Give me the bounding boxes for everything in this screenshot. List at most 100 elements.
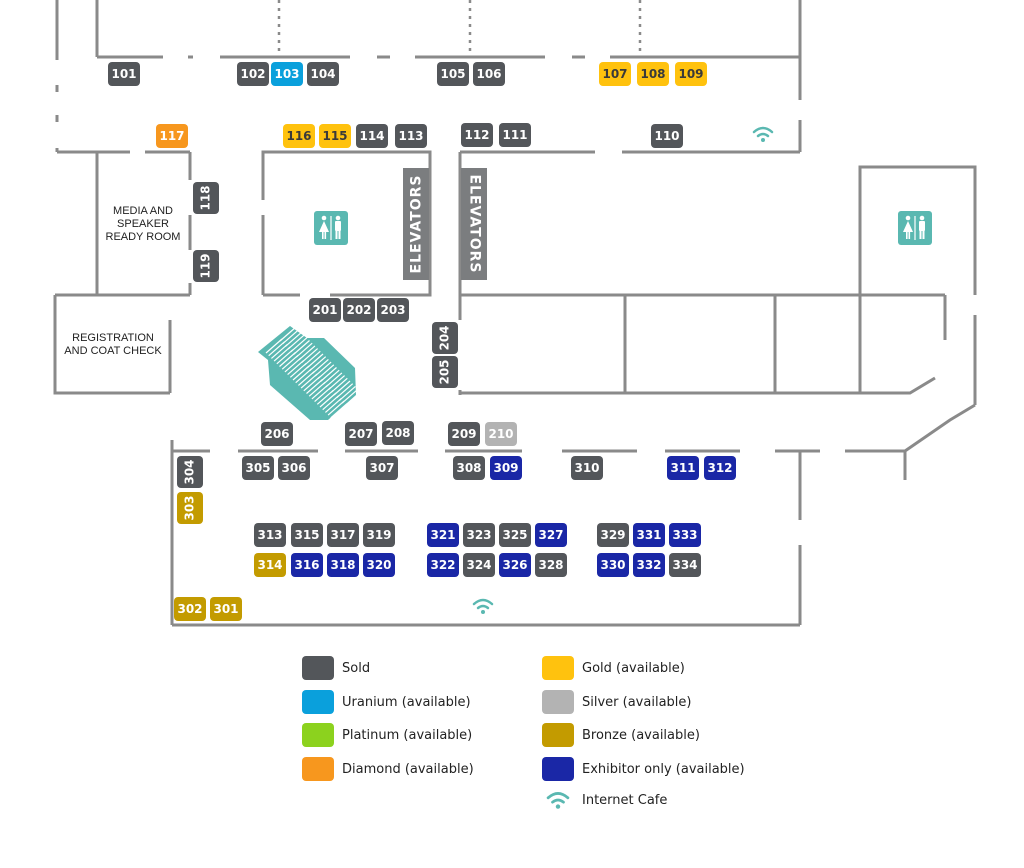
booth-310[interactable]: 310: [571, 456, 603, 480]
booth-103[interactable]: 103: [271, 62, 303, 86]
booth-308[interactable]: 308: [453, 456, 485, 480]
booth-316[interactable]: 316: [291, 553, 323, 577]
stage-seat-row: [268, 341, 286, 357]
stage-seat-row: [347, 394, 364, 409]
booth-302[interactable]: 302: [174, 597, 206, 621]
booth-114[interactable]: 114: [356, 124, 388, 148]
booth-333[interactable]: 333: [669, 523, 701, 547]
booth-303[interactable]: 303: [177, 492, 203, 524]
booth-number: 304: [183, 459, 197, 485]
booth-307[interactable]: 307: [366, 456, 398, 480]
booth-330[interactable]: 330: [597, 553, 629, 577]
booth-118[interactable]: 118: [193, 182, 219, 214]
booth-301[interactable]: 301: [210, 597, 242, 621]
booth-207[interactable]: 207: [345, 422, 377, 446]
booth-331[interactable]: 331: [633, 523, 665, 547]
booth-107[interactable]: 107: [599, 62, 631, 86]
booth-112[interactable]: 112: [461, 123, 493, 147]
stage-seat-row: [281, 354, 299, 370]
legend-item-bronze: Bronze (available): [542, 723, 700, 747]
booth-322[interactable]: 322: [427, 553, 459, 577]
booth-108[interactable]: 108: [637, 62, 669, 86]
booth-number: 307: [369, 461, 395, 475]
booth-328[interactable]: 328: [535, 553, 567, 577]
legend-item-exhibitor: Exhibitor only (available): [542, 757, 745, 781]
booth-202[interactable]: 202: [343, 298, 375, 322]
booth-304[interactable]: 304: [177, 456, 203, 488]
booth-number: 331: [636, 528, 662, 542]
stage-seat-row: [322, 369, 340, 385]
booth-332[interactable]: 332: [633, 553, 665, 577]
booth-119[interactable]: 119: [193, 250, 219, 282]
stage-seat-row: [287, 334, 305, 350]
booth-321[interactable]: 321: [427, 523, 459, 547]
booth-319[interactable]: 319: [363, 523, 395, 547]
booth-327[interactable]: 327: [535, 523, 567, 547]
booth-309[interactable]: 309: [490, 456, 522, 480]
booth-204[interactable]: 204: [432, 322, 458, 354]
stage-seat-row: [300, 373, 318, 389]
legend-label: Platinum (available): [342, 727, 473, 743]
booth-116[interactable]: 116: [283, 124, 315, 148]
booth-201[interactable]: 201: [309, 298, 341, 322]
booth-110[interactable]: 110: [651, 124, 683, 148]
booth-305[interactable]: 305: [242, 456, 274, 480]
registration-label: REGISTRATION AND COAT CHECK: [64, 332, 162, 357]
stage-seat-row: [301, 348, 318, 364]
stage-seat-row: [314, 387, 331, 403]
booth-113[interactable]: 113: [395, 124, 427, 148]
booth-320[interactable]: 320: [363, 553, 395, 577]
legend-swatch: [542, 656, 574, 680]
legend-swatch: [542, 690, 574, 714]
booth-315[interactable]: 315: [291, 523, 323, 547]
booth-101[interactable]: 101: [108, 62, 140, 86]
booth-117[interactable]: 117: [156, 124, 188, 148]
booth-number: 330: [600, 558, 626, 572]
booth-313[interactable]: 313: [254, 523, 286, 547]
booth-323[interactable]: 323: [463, 523, 495, 547]
booth-312[interactable]: 312: [704, 456, 736, 480]
booth-306[interactable]: 306: [278, 456, 310, 480]
booth-206[interactable]: 206: [261, 422, 293, 446]
booth-210[interactable]: 210: [485, 422, 517, 446]
booth-102[interactable]: 102: [237, 62, 269, 86]
booth-311[interactable]: 311: [667, 456, 699, 480]
booth-number: 328: [538, 558, 564, 572]
booth-203[interactable]: 203: [377, 298, 409, 322]
booth-329[interactable]: 329: [597, 523, 629, 547]
booth-205[interactable]: 205: [432, 356, 458, 388]
booth-326[interactable]: 326: [499, 553, 531, 577]
elevators-left: ELEVATORS: [403, 168, 429, 280]
booth-324[interactable]: 324: [463, 553, 495, 577]
booth-109[interactable]: 109: [675, 62, 707, 86]
booth-106[interactable]: 106: [473, 62, 505, 86]
booth-number: 303: [183, 495, 197, 521]
booth-104[interactable]: 104: [307, 62, 339, 86]
booth-208[interactable]: 208: [382, 421, 414, 445]
stage-seat-row: [330, 403, 348, 419]
stage-seat-row: [282, 329, 300, 345]
booth-105[interactable]: 105: [437, 62, 469, 86]
stage-seat-row: [344, 391, 362, 407]
stage-seat-row: [314, 361, 332, 377]
booth-number: 206: [264, 427, 290, 441]
booth-number: 102: [240, 67, 266, 81]
booth-314[interactable]: 314: [254, 553, 286, 577]
booth-318[interactable]: 318: [327, 553, 359, 577]
booth-number: 204: [438, 325, 452, 351]
media-room-label: MEDIA AND SPEAKER READY ROOM: [105, 205, 181, 243]
booth-number: 118: [199, 185, 213, 211]
stage-seat-row: [341, 388, 359, 404]
legend-label: Bronze (available): [582, 727, 700, 743]
stage-seat-row: [284, 357, 302, 373]
booth-number: 326: [502, 558, 528, 572]
booth-111[interactable]: 111: [499, 123, 531, 147]
booth-317[interactable]: 317: [327, 523, 359, 547]
booth-209[interactable]: 209: [448, 422, 480, 446]
booth-115[interactable]: 115: [319, 124, 351, 148]
stage-seating: [258, 326, 364, 421]
booth-334[interactable]: 334: [669, 553, 701, 577]
booth-325[interactable]: 325: [499, 523, 531, 547]
booth-number: 314: [257, 558, 283, 572]
